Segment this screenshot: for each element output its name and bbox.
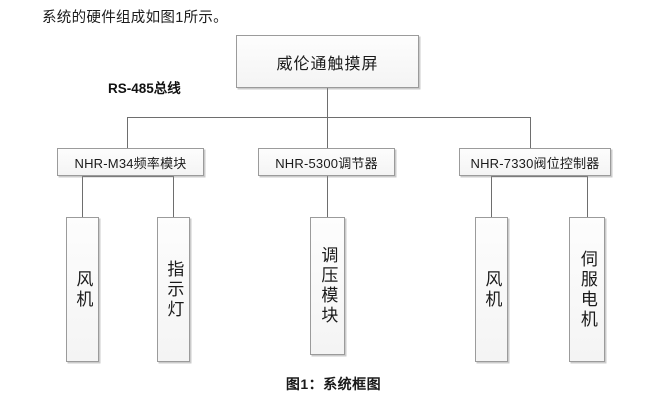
figure-caption: 图1：系统框图: [285, 376, 382, 392]
intro-paragraph: 系统的硬件组成如图1所示。: [42, 10, 228, 26]
node-indicator-lamp[interactable]: 指示灯: [157, 217, 190, 362]
node-nhr-m34-label: NHR-M34频率模块: [74, 155, 187, 171]
node-pressure-module[interactable]: 调压模块: [310, 217, 345, 355]
node-fan-left[interactable]: 风机: [66, 217, 99, 362]
node-fan-left-label: 风机: [73, 269, 93, 310]
connector-drop-v7330: [530, 117, 531, 148]
connector-drop-r5300: [327, 117, 328, 148]
connector-v7330-to-fan-right: [491, 176, 492, 217]
connector-m34-to-indicator: [173, 176, 174, 217]
connector-root-stem: [327, 88, 328, 118]
node-pressure-module-label: 调压模块: [318, 246, 338, 326]
node-fan-right-label: 风机: [482, 269, 502, 310]
connector-m34-to-fan-left: [82, 176, 83, 217]
node-nhr-5300-label: NHR-5300调节器: [275, 155, 378, 171]
node-nhr-5300[interactable]: NHR-5300调节器: [258, 148, 395, 176]
connector-v7330-branch-bar: [491, 176, 588, 177]
connector-bus-horizontal: [127, 117, 531, 118]
node-touchscreen-label: 威伦通触摸屏: [276, 55, 379, 73]
node-servo-motor[interactable]: 伺服电机: [569, 217, 605, 362]
connector-drop-m34: [127, 117, 128, 148]
node-nhr-m34[interactable]: NHR-M34频率模块: [57, 148, 204, 176]
rs485-bus-label: RS-485总线: [108, 81, 181, 96]
node-nhr-7330-label: NHR-7330阀位控制器: [470, 155, 600, 171]
node-touchscreen[interactable]: 威伦通触摸屏: [236, 35, 419, 88]
connector-m34-branch-bar: [82, 176, 174, 177]
connector-v7330-to-servo: [587, 176, 588, 217]
node-indicator-lamp-label: 指示灯: [164, 259, 184, 320]
node-fan-right[interactable]: 风机: [475, 217, 508, 362]
node-nhr-7330[interactable]: NHR-7330阀位控制器: [459, 148, 611, 176]
connector-r5300-to-pressure: [327, 176, 328, 217]
node-servo-motor-label: 伺服电机: [577, 249, 597, 330]
